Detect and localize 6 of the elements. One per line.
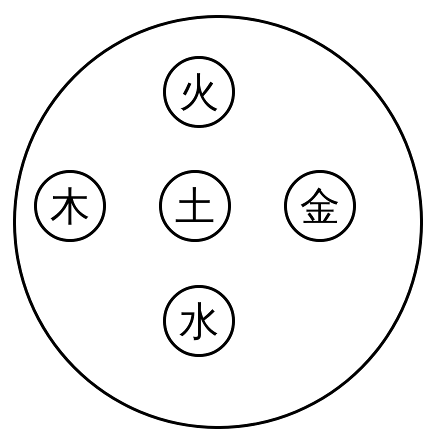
- outer-circle: [13, 15, 423, 429]
- character-circle: 土: [159, 170, 231, 242]
- character-circle: 木: [34, 170, 106, 242]
- character-circle: 火: [163, 56, 235, 128]
- character-circle: 水: [163, 285, 235, 357]
- character-circle: 金: [284, 170, 356, 242]
